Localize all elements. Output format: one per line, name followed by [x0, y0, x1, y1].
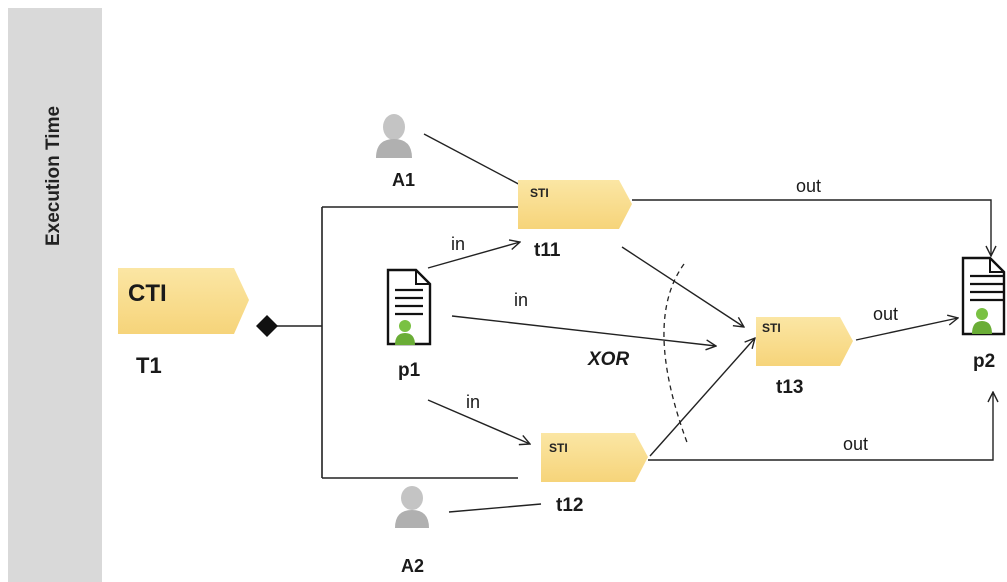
edge-t11-t13: [621, 246, 744, 327]
edge-a2-t12: [448, 503, 542, 513]
sti-tag-shape: [518, 180, 632, 229]
person-icon: [395, 486, 429, 528]
execution-time-lane: [8, 8, 102, 582]
cti-task-t1[interactable]: CTI T1: [118, 268, 249, 378]
task-t11[interactable]: STI t11: [518, 180, 632, 261]
document-p1[interactable]: p1: [386, 268, 432, 381]
edge-p1-t13: [451, 315, 716, 346]
split-connector: [256, 206, 518, 479]
diamond-icon: [256, 315, 278, 337]
task-t11-name: t11: [534, 240, 561, 261]
edge-p1-t11: [427, 242, 520, 269]
actor-a2[interactable]: A2: [395, 486, 429, 576]
task-t12-name: t12: [556, 495, 583, 516]
cti-tag-label: CTI: [128, 280, 167, 307]
edge-label-out: out: [873, 304, 898, 324]
edge-t12-t13: [649, 338, 755, 457]
edge-a1-t11: [423, 133, 527, 189]
edge-label-in: in: [514, 290, 528, 310]
cti-task-name: T1: [136, 353, 162, 378]
edge-t12-p2: [648, 392, 993, 461]
edge-p1-t12: [427, 399, 530, 444]
edge-label-in: in: [466, 392, 480, 412]
sti-tag-label: STI: [762, 321, 781, 335]
document-p2-label: p2: [973, 351, 995, 372]
document-icon: [961, 256, 1006, 336]
edge-t13-p2: [855, 318, 958, 341]
task-t12[interactable]: STI t12: [541, 433, 648, 516]
sti-tag-shape: [541, 433, 648, 482]
document-p1-label: p1: [398, 360, 421, 381]
cti-tag-shape: [118, 268, 249, 334]
edge-label-out: out: [796, 176, 821, 196]
xor-label: XOR: [587, 349, 629, 370]
sti-tag-label: STI: [549, 441, 568, 455]
document-p2[interactable]: p2: [961, 256, 1006, 372]
edge-label-in: in: [451, 234, 465, 254]
actor-a1-label: A1: [392, 170, 415, 190]
task-t13-name: t13: [776, 377, 803, 398]
person-icon: [376, 114, 412, 158]
edge-t11-p2: [632, 199, 991, 256]
edge-label-out: out: [843, 434, 868, 454]
sti-tag-label: STI: [530, 186, 549, 200]
sti-tag-shape: [756, 317, 853, 366]
task-t13[interactable]: STI t13: [756, 317, 853, 398]
actor-a1[interactable]: A1: [376, 114, 415, 190]
actor-a2-label: A2: [401, 556, 424, 576]
document-icon: [386, 268, 432, 346]
